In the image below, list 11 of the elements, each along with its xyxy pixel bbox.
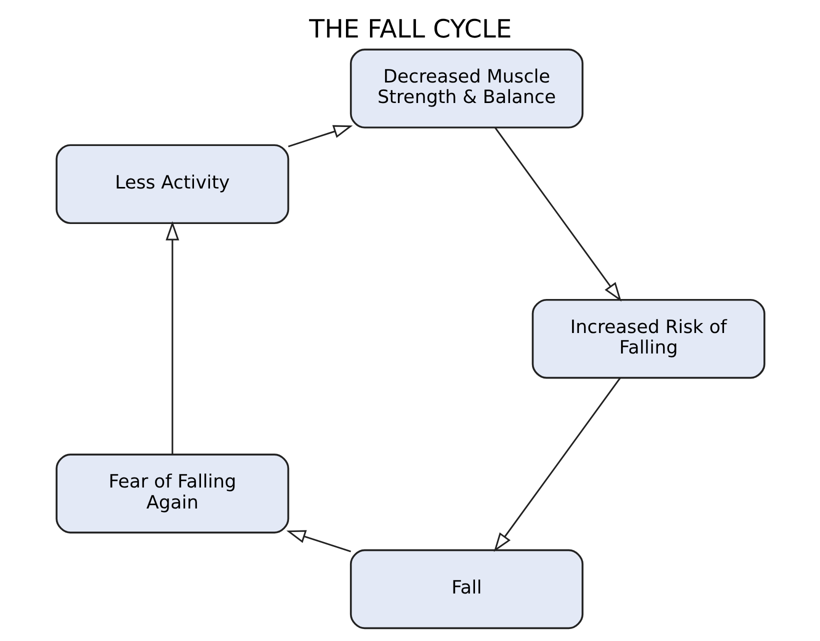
arrow (165, 221, 179, 454)
diagram-title: THE FALL CYCLE (308, 14, 512, 44)
node-box: Increased Risk of Falling (531, 298, 765, 379)
arrow (493, 378, 620, 552)
node-box: Fear of Falling Again (55, 454, 289, 534)
node-box: Decreased Muscle Strength & Balance (349, 48, 583, 128)
arrow (494, 127, 621, 302)
arrow (288, 125, 352, 148)
arrow (286, 530, 351, 552)
node-box: Less Activity (55, 144, 289, 224)
node-box: Fall (349, 549, 583, 630)
